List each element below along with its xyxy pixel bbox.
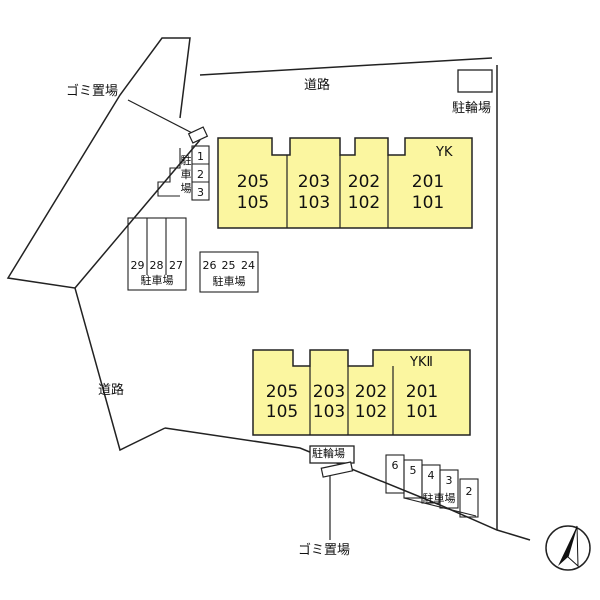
parking-lot-label: 駐車場 [422, 492, 456, 505]
unit-lower: 103 [312, 402, 346, 422]
garbage-area-label-top: ゴミ置場 [66, 84, 119, 99]
building-yk2 [252, 349, 471, 436]
parking-slot-number: 4 [427, 469, 435, 482]
unit-upper: 205 [236, 172, 270, 192]
road-outlines [6, 37, 531, 541]
building-yk [217, 137, 473, 229]
garbage-bottom-shape [320, 461, 354, 478]
unit-lower: 105 [265, 402, 299, 422]
unit-lower: 102 [354, 402, 388, 422]
unit-lower: 102 [347, 193, 381, 213]
road-label-left: 道路 [98, 383, 125, 398]
parking-slot-number: 27 [169, 259, 183, 272]
building-name-yk: YK [436, 145, 453, 160]
bicycle-parking-label-top: 駐輪場 [452, 101, 492, 116]
road-south-edge [164, 427, 531, 541]
parking-slot-number: 24 [241, 259, 255, 272]
road-top-south-edge [6, 37, 191, 452]
parking-vertical-label-3: 場 [180, 182, 192, 195]
parking-slot-number: 26 [202, 259, 217, 272]
road-label-top: 道路 [304, 78, 331, 93]
unit-upper: 205 [265, 382, 299, 402]
parking-top-column [157, 145, 210, 201]
unit-lower: 103 [297, 193, 331, 213]
parking-vertical-label-1: 駐 [180, 154, 192, 167]
unit-upper: 202 [354, 382, 388, 402]
parking-slot-number: 2 [465, 485, 473, 498]
bicycle-parking-label-bottom: 駐輪場 [312, 447, 345, 460]
parking-lot-label: 駐車場 [140, 274, 174, 287]
parking-slot-number: 3 [445, 474, 453, 487]
garbage-top-shape [187, 126, 209, 144]
unit-lower: 101 [411, 193, 445, 213]
garbage-area-label-bottom: ゴミ置場 [298, 543, 351, 558]
road-inner-edge [74, 139, 201, 289]
north-arrow-icon [545, 525, 591, 571]
unit-upper: 202 [347, 172, 381, 192]
parking-middle-group [199, 251, 259, 293]
unit-upper: 203 [297, 172, 331, 192]
bicycle-parking-top-shape [457, 69, 493, 93]
parking-slot-number: 25 [221, 259, 236, 272]
building-yk-outline [217, 137, 473, 229]
parking-slot-number: 2 [197, 168, 204, 181]
parking-slot-number: 6 [391, 459, 399, 472]
parking-left-group [127, 217, 187, 291]
parking-slot-number: 29 [130, 259, 145, 272]
parking-slot-number: 5 [409, 464, 417, 477]
building-name-yk2: YKⅡ [410, 355, 433, 370]
parking-vertical-label-2: 車 [180, 168, 192, 181]
road-top-north-edge [199, 57, 493, 76]
unit-upper: 203 [312, 382, 346, 402]
unit-lower: 101 [405, 402, 439, 422]
leader-lines [127, 99, 331, 540]
unit-lower: 105 [236, 193, 270, 213]
parking-slot-number: 28 [149, 259, 164, 272]
unit-upper: 201 [411, 172, 445, 192]
parking-bottom-right [385, 454, 479, 518]
unit-upper: 201 [405, 382, 439, 402]
bicycle-parking-bottom-shape [309, 445, 355, 464]
garbage-top-leader [127, 99, 199, 137]
parking-slot-number: 3 [197, 186, 204, 199]
parking-slot-number: 1 [197, 150, 204, 163]
parking-lot-label: 駐車場 [212, 275, 246, 288]
